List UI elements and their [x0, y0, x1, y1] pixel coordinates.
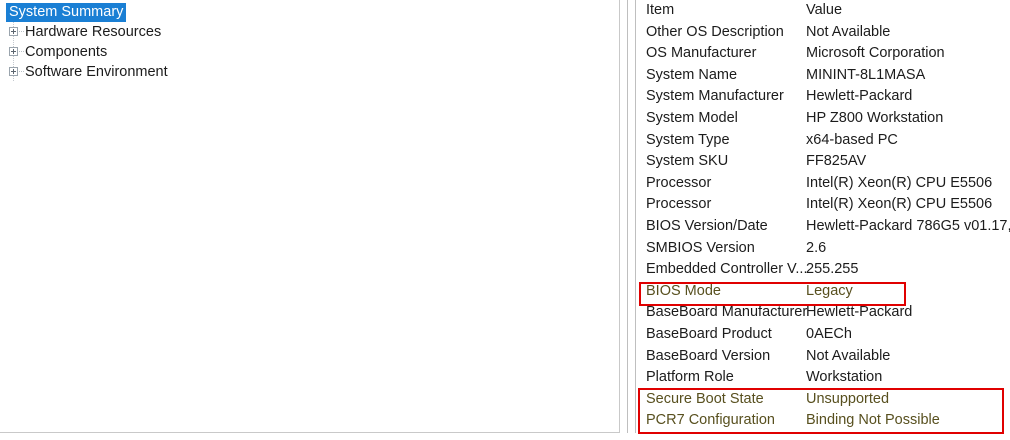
tree-branch-stub [19, 31, 24, 32]
row-item-label: System Model [646, 109, 738, 126]
row-value: Not Available [806, 347, 891, 364]
row-item-label: Other OS Description [646, 23, 784, 40]
tree-item-hardware-resources[interactable]: Hardware Resources [0, 22, 619, 42]
details-row[interactable]: Embedded Controller V... 255.255 [637, 259, 1010, 281]
tree-branch-stub [19, 71, 24, 72]
row-value: FF825AV [806, 153, 867, 170]
navigation-tree-pane: System Summary Hardware Resources Compon… [0, 0, 620, 433]
row-value: Intel(R) Xeon(R) CPU E5506 [806, 174, 993, 191]
row-value: Microsoft Corporation [806, 45, 945, 62]
row-value: 0AECh [806, 325, 852, 342]
row-value: Hewlett-Packard 786G5 v01.17, 8/ [806, 217, 1010, 234]
details-row[interactable]: BaseBoard Product 0AECh [637, 324, 1010, 346]
row-item-label: Processor [646, 174, 712, 191]
details-row[interactable]: System Manufacturer Hewlett-Packard [637, 86, 1010, 108]
details-row[interactable]: Other OS Description Not Available [637, 22, 1010, 44]
row-item-label: Platform Role [646, 369, 734, 386]
details-row[interactable]: BaseBoard Version Not Available [637, 346, 1010, 368]
details-list-pane[interactable]: Item Value Other OS Description Not Avai… [637, 0, 1010, 440]
tree-item-software-environment[interactable]: Software Environment [0, 62, 619, 82]
details-row-secure-boot-state[interactable]: Secure Boot State Unsupported [637, 389, 1010, 411]
row-item-label: BaseBoard Product [646, 325, 772, 342]
row-value: HP Z800 Workstation [806, 109, 944, 126]
details-row[interactable]: System Type x64-based PC [637, 130, 1010, 152]
details-row[interactable]: BIOS Version/Date Hewlett-Packard 786G5 … [637, 216, 1010, 238]
tree-item-label: Components [25, 44, 108, 60]
details-row[interactable]: System SKU FF825AV [637, 151, 1010, 173]
navigation-tree: System Summary Hardware Resources Compon… [0, 0, 619, 82]
row-item-label: Secure Boot State [646, 390, 764, 407]
row-value: Unsupported [806, 390, 890, 407]
row-value: Binding Not Possible [806, 412, 940, 429]
row-value: Hewlett-Packard [806, 88, 913, 105]
row-item-label: Processor [646, 196, 712, 213]
tree-item-system-summary[interactable]: System Summary [0, 2, 619, 22]
tree-branch-stub [19, 51, 24, 52]
details-row[interactable]: BaseBoard Manufacturer Hewlett-Packard [637, 302, 1010, 324]
details-row[interactable]: Platform Role Workstation [637, 367, 1010, 389]
row-item-label: PCR7 Configuration [646, 412, 775, 429]
row-item-label: BaseBoard Version [646, 347, 771, 364]
details-row-bios-mode[interactable]: BIOS Mode Legacy [637, 281, 1010, 303]
row-item-label: Embedded Controller V... [646, 261, 808, 278]
row-value: Intel(R) Xeon(R) CPU E5506 [806, 196, 993, 213]
tree-item-components[interactable]: Components [0, 42, 619, 62]
row-value: Workstation [806, 369, 883, 386]
details-column-header[interactable]: Item Value [637, 0, 1010, 22]
tree-item-label: Software Environment [25, 64, 168, 80]
row-item-label: System Name [646, 66, 738, 83]
row-value: 255.255 [806, 261, 859, 278]
details-row[interactable]: OS Manufacturer Microsoft Corporation [637, 43, 1010, 65]
row-item-label: System Manufacturer [646, 88, 784, 105]
row-item-label: BaseBoard Manufacturer [646, 304, 808, 321]
expand-plus-icon[interactable] [9, 67, 18, 76]
expand-plus-icon[interactable] [9, 47, 18, 56]
expand-plus-icon[interactable] [9, 27, 18, 36]
row-item-label: System SKU [646, 153, 729, 170]
row-item-label: SMBIOS Version [646, 239, 755, 256]
details-row[interactable]: Processor Intel(R) Xeon(R) CPU E5506 [637, 173, 1010, 195]
row-item-label: System Type [646, 131, 730, 148]
column-header-item: Item [646, 2, 675, 18]
row-value: Legacy [806, 282, 853, 299]
details-row[interactable]: System Name MININT-8L1MASA [637, 65, 1010, 87]
details-row[interactable]: SMBIOS Version 2.6 [637, 238, 1010, 260]
row-value: x64-based PC [806, 131, 898, 148]
row-item-label: BIOS Version/Date [646, 217, 768, 234]
row-value: Hewlett-Packard [806, 304, 913, 321]
details-row[interactable]: Processor Intel(R) Xeon(R) CPU E5506 [637, 194, 1010, 216]
column-header-value: Value [806, 2, 843, 18]
row-value: Not Available [806, 23, 891, 40]
pane-splitter[interactable] [627, 0, 636, 433]
tree-item-label: System Summary [6, 3, 127, 22]
details-row[interactable]: System Model HP Z800 Workstation [637, 108, 1010, 130]
row-item-label: OS Manufacturer [646, 45, 757, 62]
row-value: 2.6 [806, 239, 827, 256]
row-value: MININT-8L1MASA [806, 66, 926, 83]
row-item-label: BIOS Mode [646, 282, 721, 299]
tree-item-label: Hardware Resources [25, 24, 162, 40]
details-row-pcr7-configuration[interactable]: PCR7 Configuration Binding Not Possible [637, 410, 1010, 432]
